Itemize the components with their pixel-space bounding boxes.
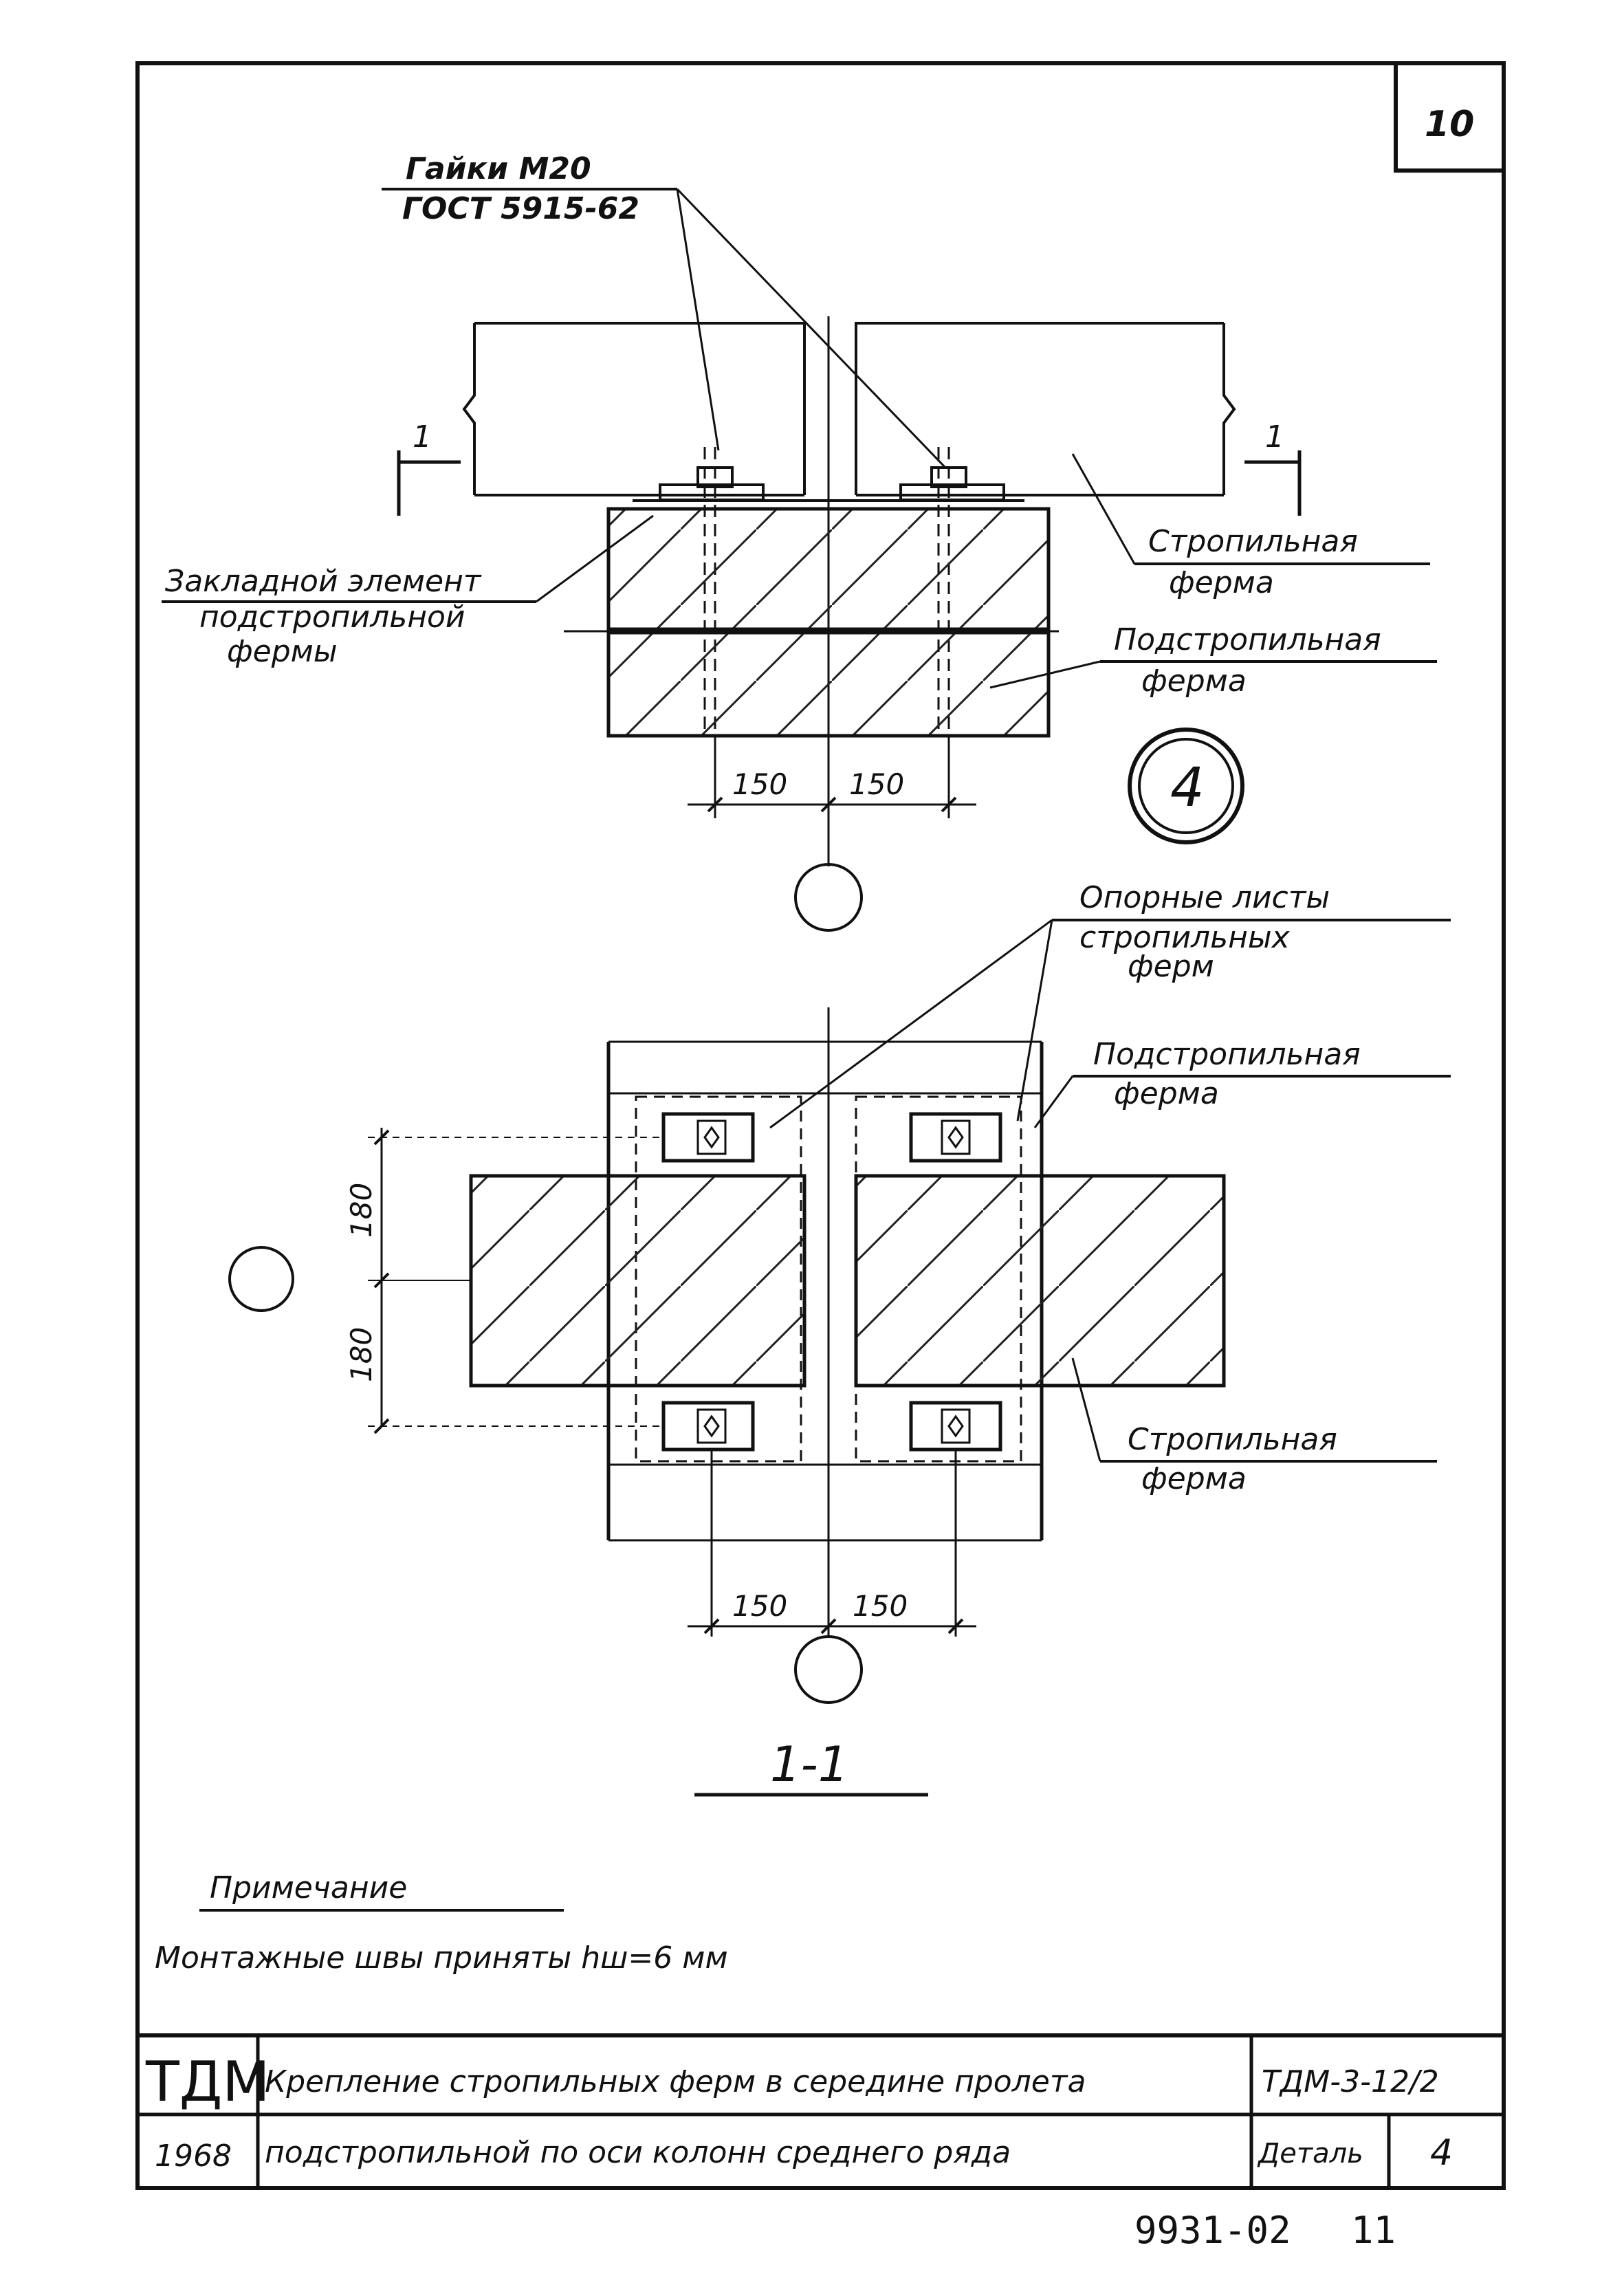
section-title: 1-1 [770,1736,848,1793]
elevation-view: Гайки М20 ГОСТ 5915-62 1 1 [162,151,1437,932]
sub-truss-block [606,631,1051,738]
archive-number: 9931-02 [1134,2209,1291,2252]
plan-rafter-label-1: Стропильная [1128,1422,1337,1457]
title-block: ТДМ 1968 Крепление стропильных ферм в се… [138,2033,1504,2188]
archive-page: 11 [1351,2209,1396,2252]
dimension-vertical: 180 180 [344,1128,660,1434]
axis-bubble-side [228,1246,294,1312]
dim-top-right: 150 [849,767,904,801]
bearing-plate-bl [661,1401,755,1452]
page-number-box: 10 [1394,63,1504,173]
bearing-plate-br [909,1401,1002,1452]
rafter-truss-label-1: Стропильная [1148,524,1358,559]
detail-number: 4 [1170,757,1205,819]
plan-rafter-label-2: ферма [1141,1461,1247,1496]
page-number: 10 [1425,104,1474,145]
detail-label: Деталь [1257,2138,1363,2169]
bearing-label-1: Опорные листы [1079,880,1330,915]
dimension-top: 150 150 [688,736,976,818]
title-line-2: подстропильной по оси колонн среднего ря… [265,2135,1011,2170]
detail-circle: 4 [1128,728,1244,844]
rafter-truss-left [462,322,806,496]
bearing-label-3: ферм [1128,949,1214,984]
note-text: Монтажные швы приняты hш=6 мм [155,1940,728,1976]
section-mark-right: 1 [1244,419,1302,516]
bearing-label-2: стропильных [1079,920,1291,955]
rafter-plan-right [854,1174,1226,1388]
sheet-frame [135,61,1506,2190]
bearing-plate-tr [909,1112,1002,1163]
dim-vert-top: 180 [344,1183,378,1238]
dimension-plan: 150 150 [688,1451,976,1637]
sub-truss-label-1: Подстропильная [1114,622,1381,657]
rafter-truss-right [855,322,1236,496]
dim-top-left: 150 [732,767,787,801]
rafter-plan-left [469,1174,806,1388]
nuts-label: Гайки М20 [406,151,591,186]
plan-sub-truss-label-1: Подстропильная [1093,1037,1361,1072]
org-mark: ТДМ [145,2050,270,2114]
section-mark-right-label: 1 [1265,419,1284,455]
series-code: ТДМ-3-12/2 [1262,2064,1439,2099]
section-mark-left: 1 [397,419,461,516]
axis-bubble-top [794,863,863,932]
plan-sub-truss-label-2: ферма [1114,1076,1219,1111]
note-heading: Примечание [210,1870,407,1905]
embedded-label-2: подстропильной [199,600,465,635]
detail-value: 4 [1430,2132,1453,2174]
section-mark-left-label: 1 [413,419,432,455]
note: Примечание Монтажные швы приняты hш=6 мм [155,1870,728,1976]
section-view: Опорные листы стропильных ферм Подстропи… [228,880,1451,1797]
bearing-plate-tl [661,1112,755,1163]
dim-plan-left: 150 [732,1589,787,1623]
rafter-truss-label-2: ферма [1169,565,1274,600]
axis-bubble-plan [794,1635,863,1704]
year: 1968 [155,2139,232,2174]
sub-truss-plan [606,1040,1044,1542]
title-line-1: Крепление стропильных ферм в середине пр… [265,2064,1086,2099]
sub-truss-label-2: ферма [1141,664,1247,699]
embedded-label-3: фермы [227,634,338,669]
embedded-element [606,507,1051,631]
embedded-label-1: Закладной элемент [165,564,482,599]
nuts-standard: ГОСТ 5915-62 [402,191,639,226]
dim-vert-bottom: 180 [344,1327,378,1382]
dim-plan-right: 150 [853,1589,908,1623]
